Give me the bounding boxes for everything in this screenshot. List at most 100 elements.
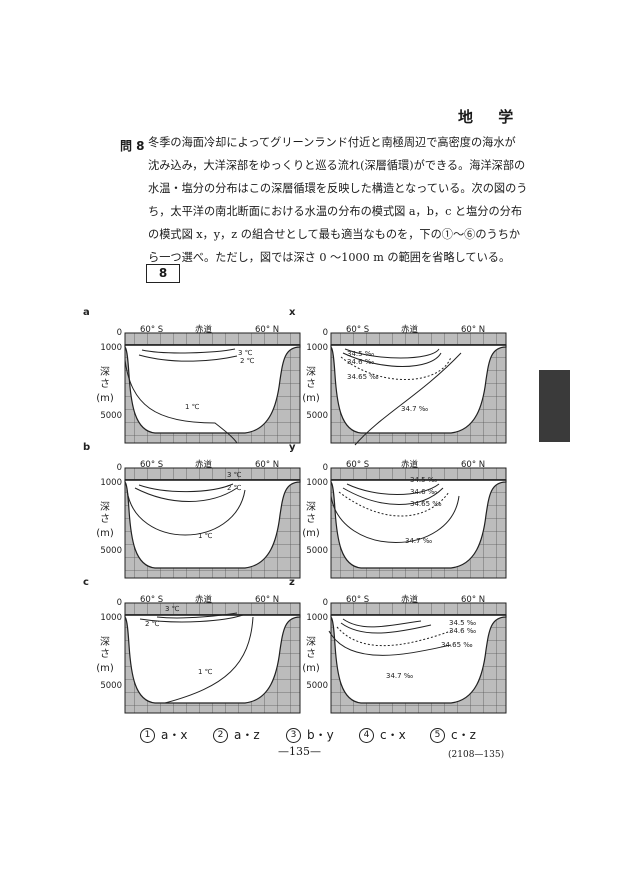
contour-line bbox=[141, 348, 236, 354]
depth-tick-1000: 1000 bbox=[306, 478, 328, 488]
lat-label-60n: 60° N bbox=[461, 595, 485, 605]
contour-line bbox=[134, 487, 238, 502]
contour-label: 1 ℃ bbox=[198, 532, 213, 540]
contour-label: 1 ℃ bbox=[185, 403, 200, 411]
depth-label: さ bbox=[100, 648, 110, 660]
depth-tick-5000: 5000 bbox=[306, 546, 328, 556]
depth-label: (m) bbox=[96, 393, 114, 404]
depth-label: さ bbox=[100, 513, 110, 525]
contour-label: 1 ℃ bbox=[198, 668, 213, 676]
depth-label: 深 bbox=[100, 366, 110, 378]
contour-line bbox=[342, 352, 442, 367]
panel-label: a bbox=[83, 307, 90, 318]
contour-line bbox=[138, 354, 238, 362]
lat-label-60n: 60° N bbox=[255, 595, 279, 605]
depth-tick-1000: 1000 bbox=[306, 613, 328, 623]
contour-line bbox=[338, 491, 450, 517]
depth-label: (m) bbox=[302, 528, 320, 539]
depth-tick-5000: 5000 bbox=[306, 411, 328, 421]
lat-label-equator: 赤道 bbox=[195, 459, 213, 470]
contour-line bbox=[328, 630, 452, 656]
depth-tick-0: 0 bbox=[323, 463, 328, 473]
contour-label: 34.6 ‰ bbox=[449, 627, 477, 635]
lat-label-60s: 60° S bbox=[140, 325, 163, 335]
depth-tick-5000: 5000 bbox=[100, 546, 122, 556]
panel-label: z bbox=[289, 577, 295, 588]
depth-label: (m) bbox=[96, 663, 114, 674]
contour-line bbox=[346, 483, 440, 495]
ocean-basin bbox=[330, 344, 507, 434]
depth-tick-1000: 1000 bbox=[100, 343, 122, 353]
lat-label-equator: 赤道 bbox=[401, 459, 419, 470]
contour-label: 34.6 ‰ bbox=[410, 488, 438, 496]
depth-tick-5000: 5000 bbox=[100, 681, 122, 691]
question-line: 水温・塩分の分布はこの深層循環を反映した構造となっている。次の図のう bbox=[148, 182, 528, 195]
depth-tick-1000: 1000 bbox=[100, 613, 122, 623]
depth-label: 深 bbox=[306, 366, 316, 378]
contour-line bbox=[340, 622, 432, 634]
contour-line bbox=[330, 495, 460, 543]
contour-line bbox=[342, 487, 444, 505]
ocean-basin bbox=[330, 479, 507, 569]
depth-tick-5000: 5000 bbox=[306, 681, 328, 691]
question-line: 沈み込み，大洋深部をゆっくりと巡る流れ(深層循環)ができる。海洋深部の bbox=[148, 159, 526, 172]
contour-line bbox=[340, 356, 452, 380]
depth-label: さ bbox=[306, 513, 316, 525]
contour-label: 3 ℃ bbox=[165, 605, 180, 613]
depth-label: 深 bbox=[306, 636, 316, 648]
lat-label-equator: 赤道 bbox=[401, 594, 419, 605]
contour-label: 3 ℃ bbox=[238, 349, 253, 357]
contour-label: 34.7 ‰ bbox=[386, 672, 414, 680]
contour-label: 34.7 ‰ bbox=[405, 537, 433, 545]
depth-tick-0: 0 bbox=[323, 598, 328, 608]
depth-label: (m) bbox=[302, 663, 320, 674]
question-number: 問 8 bbox=[120, 139, 145, 153]
answer-box: 8 bbox=[146, 264, 180, 283]
contour-label: 34.65 ‰ bbox=[441, 641, 473, 649]
depth-label: さ bbox=[306, 648, 316, 660]
lat-label-60n: 60° N bbox=[461, 460, 485, 470]
question-line: 冬季の海面冷却によってグリーンランド付近と南極周辺で高密度の海水が bbox=[148, 136, 516, 149]
depth-tick-0: 0 bbox=[117, 598, 122, 608]
lat-label-60s: 60° S bbox=[346, 460, 369, 470]
contour-line bbox=[354, 352, 462, 446]
ocean-basin bbox=[124, 614, 301, 704]
lat-label-60s: 60° S bbox=[140, 595, 163, 605]
contour-line bbox=[342, 618, 422, 628]
ocean-basin bbox=[124, 479, 301, 569]
contour-line bbox=[124, 359, 238, 444]
lat-label-equator: 赤道 bbox=[401, 324, 419, 335]
subject-title: 地 学 bbox=[458, 108, 524, 126]
lat-label-60n: 60° N bbox=[461, 325, 485, 335]
depth-label: 深 bbox=[100, 501, 110, 513]
contour-label: 2 ℃ bbox=[240, 357, 255, 365]
contour-label: 3 ℃ bbox=[227, 471, 242, 479]
contour-line bbox=[126, 489, 246, 536]
question-line: の模式図 x，y，z の組合せとして最も適当なものを，下の①～⑥のうちか bbox=[148, 228, 521, 241]
page-code: (2108—135) bbox=[448, 750, 505, 760]
contour-label: 2 ℃ bbox=[227, 484, 242, 492]
panel-label: b bbox=[83, 442, 90, 453]
contour-label: 34.65 ‰ bbox=[347, 373, 379, 381]
depth-label: 深 bbox=[306, 501, 316, 513]
contour-label: 34.6 ‰ bbox=[347, 358, 375, 366]
contour-line bbox=[336, 626, 452, 647]
contour-label: 34.5 ‰ bbox=[410, 476, 438, 484]
question-line: ら一つ選べ。ただし，図では深さ 0 ～1000 m の範囲を省略している。 bbox=[148, 251, 511, 264]
panel-label: x bbox=[289, 307, 296, 318]
panel-label: c bbox=[83, 577, 89, 588]
lat-label-equator: 赤道 bbox=[195, 324, 213, 335]
contour-line bbox=[139, 614, 244, 623]
depth-label: 深 bbox=[100, 636, 110, 648]
contour-line bbox=[344, 348, 440, 359]
depth-tick-0: 0 bbox=[323, 328, 328, 338]
contour-line bbox=[164, 616, 254, 704]
